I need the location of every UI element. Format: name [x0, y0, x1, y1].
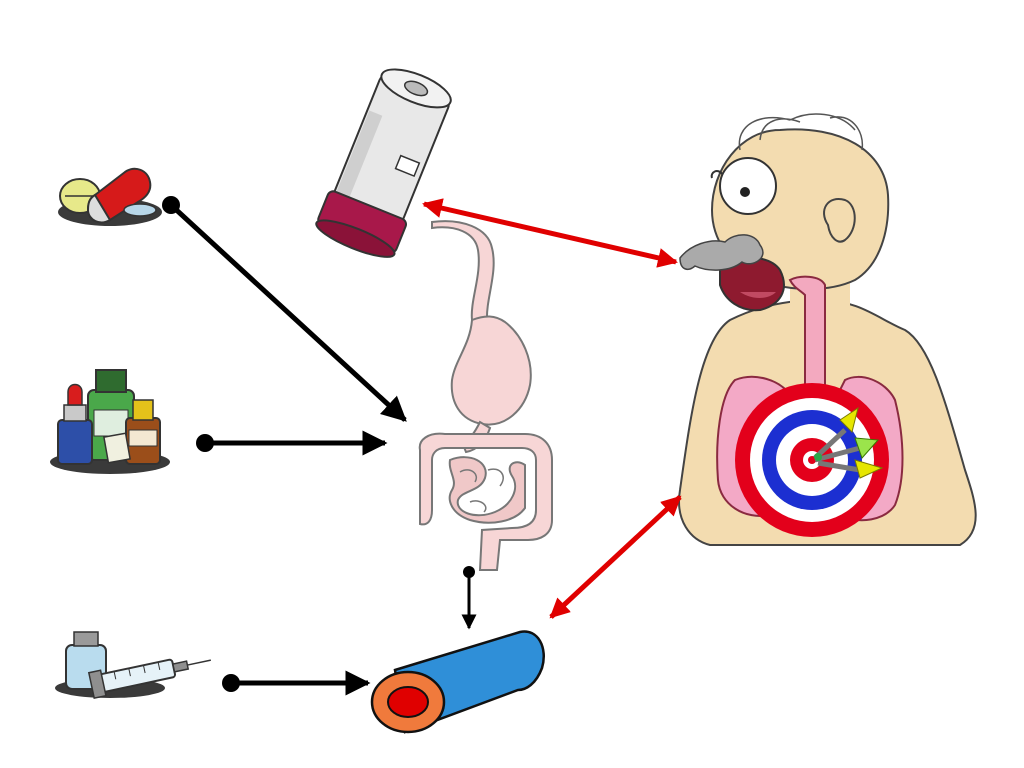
arrow-inhaler-to-lungs	[422, 198, 678, 268]
arrow-pills-to-digestive	[162, 196, 407, 422]
digestive-tract-icon	[418, 220, 553, 571]
darts-icon	[813, 406, 884, 479]
pills-capsule-icon	[58, 167, 162, 226]
bullseye-target-icon	[735, 383, 889, 537]
arrow-injection-to-vessel	[222, 670, 371, 696]
inhaler-icon	[315, 68, 452, 258]
blood-vessel-icon	[370, 630, 545, 734]
arrow-vessel-to-lungs	[549, 495, 682, 619]
arrow-bottles-to-digestive	[196, 430, 388, 456]
arrow-digestive-to-vessel	[461, 566, 477, 630]
syringe-vial-icon	[55, 631, 212, 700]
medicine-bottles-icon	[50, 369, 170, 474]
